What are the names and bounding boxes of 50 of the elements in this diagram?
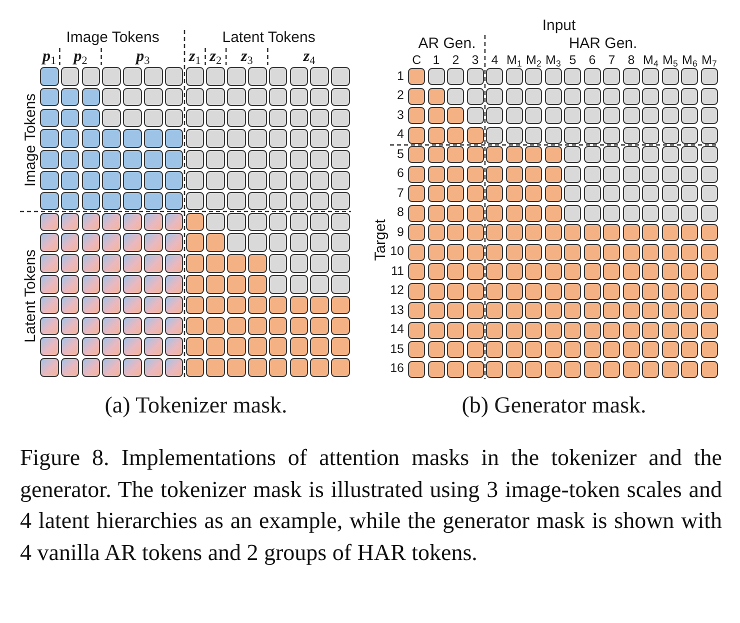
column-header: 4	[491, 54, 498, 68]
column-header: 7	[608, 54, 616, 68]
column-header: M$_{4}$	[643, 54, 658, 68]
column-header: 8	[628, 54, 635, 68]
row-number: 14	[390, 323, 404, 338]
row-number: 15	[390, 342, 404, 357]
column-header: 5	[569, 54, 576, 68]
row-group-label: Image Tokens	[22, 93, 40, 186]
column-header: M$_{3}$	[546, 54, 561, 68]
column-header: 3	[472, 54, 479, 68]
subfigure-caption: (b) Generator mask.	[462, 392, 646, 418]
column-group-label: z$_{1}$	[188, 48, 201, 66]
column-header: 1	[432, 54, 440, 68]
column-header: M$_{6}$	[682, 54, 698, 68]
column-header: M$_{1}$	[506, 54, 522, 68]
column-header: C	[412, 54, 422, 68]
row-number: 7	[397, 186, 404, 201]
column-group-label: z$_{3}$	[240, 48, 253, 66]
row-number: 6	[397, 167, 404, 182]
row-number: 5	[397, 148, 404, 162]
row-group-label: Latent Tokens	[22, 249, 40, 342]
column-group-label: z$_{4}$	[303, 48, 316, 66]
row-number: 2	[397, 89, 404, 104]
row-number: 12	[390, 284, 404, 298]
axis-title: Input	[542, 18, 576, 34]
row-number: 3	[397, 108, 404, 123]
row-number: 13	[390, 304, 404, 318]
column-header: M$_{2}$	[526, 54, 542, 68]
column-group-label: z$_{2}$	[210, 48, 222, 66]
row-number: 4	[397, 128, 404, 142]
column-header: M$_{7}$	[702, 54, 717, 68]
column-group-label: p$_{2}$	[74, 48, 88, 66]
row-number: 11	[391, 264, 404, 279]
column-header: 2	[452, 54, 460, 68]
row-number: 8	[397, 206, 404, 220]
column-group-label: p$_{3}$	[136, 48, 150, 66]
row-number: 10	[390, 245, 404, 260]
column-header: 6	[588, 54, 596, 68]
column-group-heading: Latent Tokens	[222, 30, 316, 46]
subfigure-caption: (a) Tokenizer mask.	[104, 392, 288, 418]
column-group-heading: Image Tokens	[66, 30, 160, 46]
column-header: M$_{5}$	[662, 54, 678, 68]
column-group-heading: AR Gen.	[418, 36, 476, 52]
row-number: 16	[390, 362, 404, 376]
column-group-heading: HAR Gen.	[568, 36, 638, 52]
figure-caption: Figure 8. Implementations of attention masks in the tokenizer and the generator. The tokenizer mask is illustrated using 3 image-token scales and 4 latent hierarchies as an example, while the generator mask is shown with 4 vanilla AR tokens and 2 groups of HAR tokens.	[20, 444, 722, 567]
column-group-label: p$_{1}$	[42, 48, 56, 66]
row-number: 1	[397, 70, 404, 84]
row-number: 9	[397, 226, 404, 240]
axis-title: Target	[372, 218, 390, 260]
